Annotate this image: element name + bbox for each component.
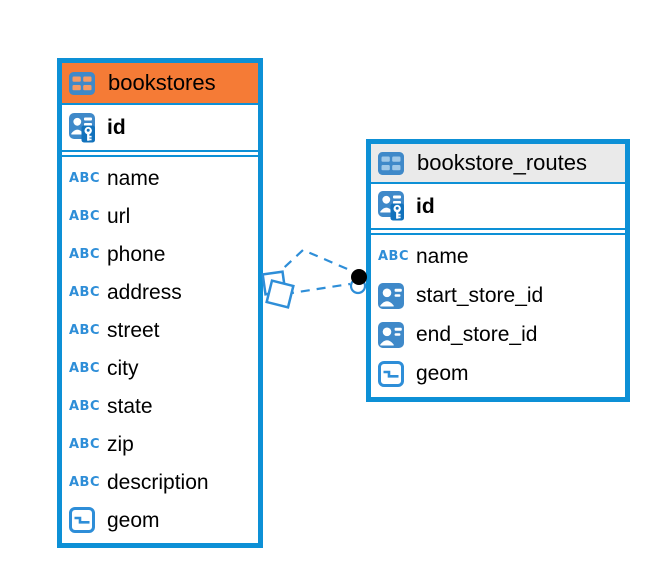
column-name: start_store_id [416,284,544,307]
column-row[interactable]: ABC url [62,197,258,235]
table-icon [378,151,408,175]
column-name: phone [107,242,166,266]
column-row[interactable]: geom [62,501,258,539]
section-divider [371,230,625,233]
column-name: state [107,394,153,418]
relationship-target-marker-dot[interactable] [349,269,367,295]
text-type-icon: ABC [69,208,101,224]
column-name: city [107,356,139,380]
table-title: bookstore_routes [417,150,587,175]
primary-key-section: id [371,184,625,230]
primary-key-icon [378,191,408,221]
text-type-icon: ABC [69,398,101,414]
foreign-key-icon [378,282,408,309]
column-row[interactable]: ABC address [62,273,258,311]
column-row[interactable]: ABC name [371,237,625,276]
table-title: bookstores [108,70,216,95]
column-row[interactable]: start_store_id [371,276,625,315]
column-row[interactable]: ABC description [62,463,258,501]
column-name: name [416,245,469,268]
text-type-icon: ABC [69,246,101,262]
column-name: geom [107,508,160,532]
foreign-key-icon [378,321,408,348]
column-row[interactable]: ABC zip [62,425,258,463]
section-divider [62,152,258,155]
column-row[interactable]: end_store_id [371,315,625,354]
column-row[interactable]: id [62,105,258,150]
text-type-icon: ABC [378,248,410,265]
table-header[interactable]: bookstores [62,63,258,105]
primary-key-section: id [62,105,258,152]
column-row[interactable]: ABC state [62,387,258,425]
text-type-icon: ABC [69,436,101,452]
column-row[interactable]: ABC street [62,311,258,349]
column-name: geom [416,362,469,385]
column-row[interactable]: ABC phone [62,235,258,273]
column-name: id [416,194,435,218]
column-name: description [107,470,209,494]
column-name: address [107,280,182,304]
text-type-icon: ABC [69,284,101,300]
columns-section: ABC name start_store_id end_store_id geom [371,233,625,397]
column-name: end_store_id [416,323,538,346]
column-row[interactable]: ABC city [62,349,258,387]
relationship-source-marker-squares[interactable] [261,270,295,309]
text-type-icon: ABC [69,360,101,376]
column-row[interactable]: ABC name [62,159,258,197]
primary-key-icon [69,112,99,143]
text-type-icon: ABC [69,170,101,186]
table-bookstore-routes[interactable]: bookstore_routes id ABC name start_store_… [366,139,630,402]
table-header[interactable]: bookstore_routes [371,144,625,184]
column-name: url [107,204,131,228]
relationship-line-upper[interactable] [272,248,353,279]
geometry-type-icon [69,507,99,533]
text-type-icon: ABC [69,322,101,338]
column-name: name [107,166,160,190]
column-name: zip [107,432,134,456]
column-name: street [107,318,160,342]
table-icon [69,71,99,95]
column-row[interactable]: id [371,184,625,228]
geometry-type-icon [378,360,408,387]
column-name: id [107,116,126,139]
column-row[interactable]: geom [371,354,625,393]
text-type-icon: ABC [69,474,101,490]
relationship-line-lower[interactable] [284,282,351,296]
